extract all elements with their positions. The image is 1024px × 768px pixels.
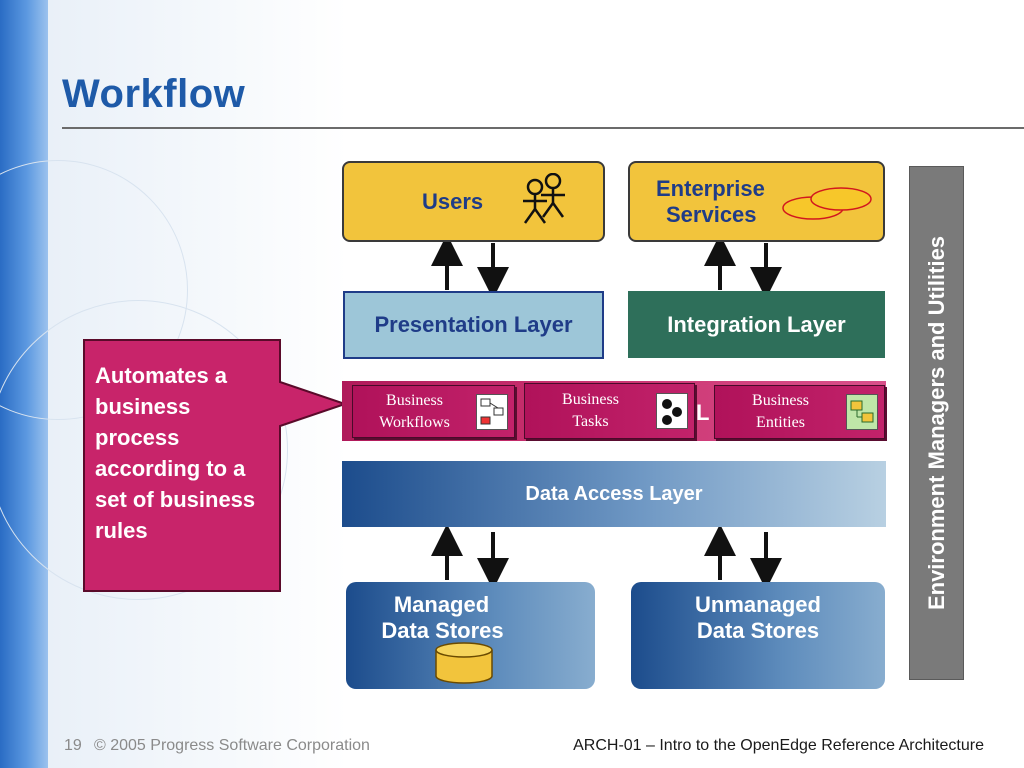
managed-data-stores-node: Managed Data Stores bbox=[346, 582, 595, 689]
unmanaged-line1: Unmanaged bbox=[695, 592, 821, 617]
callout-text: Automates a business process according t… bbox=[95, 363, 256, 543]
business-layer-label-fragment: L bbox=[696, 400, 710, 425]
business-tasks-box: Business Tasks bbox=[524, 383, 695, 439]
enterprise-services-line1: Enterprise bbox=[656, 175, 765, 201]
business-tasks-label: Business Tasks bbox=[525, 389, 656, 433]
managed-line1: Managed bbox=[393, 592, 490, 617]
business-entities-box: Business Entities bbox=[714, 385, 885, 439]
services-icon bbox=[782, 187, 872, 220]
users-node: Users bbox=[342, 161, 605, 242]
business-entities-line1: Business bbox=[752, 392, 809, 409]
page-number: 19 bbox=[64, 737, 82, 754]
environment-managers-bar: Environment Managers and Utilities bbox=[909, 166, 964, 680]
copyright: © 2005 Progress Software Corporation bbox=[94, 737, 370, 754]
database-icon bbox=[435, 642, 493, 684]
enterprise-services-line2: Services bbox=[666, 201, 757, 227]
session-title: ARCH-01 – Intro to the OpenEdge Referenc… bbox=[573, 737, 984, 754]
presentation-layer: Presentation Layer bbox=[343, 291, 604, 359]
business-workflows-label: Business Workflows bbox=[353, 390, 476, 434]
tasks-gear-icon bbox=[656, 393, 688, 429]
data-access-layer: Data Access Layer bbox=[342, 461, 886, 527]
integration-layer: Integration Layer bbox=[628, 291, 885, 358]
entities-icon bbox=[846, 394, 878, 430]
callout-shape bbox=[83, 339, 349, 592]
slide-title: Workflow bbox=[62, 72, 246, 116]
workflow-icon bbox=[476, 393, 508, 430]
title-divider bbox=[62, 127, 1024, 129]
unmanaged-data-stores-node: Unmanaged Data Stores bbox=[631, 582, 885, 689]
business-workflows-box: Business Workflows bbox=[352, 385, 515, 438]
business-entities-line2: Entities bbox=[756, 414, 805, 431]
watermark-circle bbox=[0, 300, 288, 600]
business-workflows-line1: Business bbox=[386, 391, 443, 409]
users-label: Users bbox=[422, 188, 484, 214]
business-tasks-line2: Tasks bbox=[572, 413, 609, 430]
business-workflows-line2: Workflows bbox=[379, 413, 450, 431]
environment-managers-label: Environment Managers and Utilities bbox=[923, 235, 949, 611]
unmanaged-line2: Data Stores bbox=[696, 618, 820, 643]
users-icon bbox=[523, 173, 565, 224]
business-tasks-line1: Business bbox=[562, 391, 619, 408]
enterprise-services-node: Enterprise Services bbox=[628, 161, 885, 242]
managed-line2: Data Stores bbox=[381, 618, 504, 643]
business-entities-label: Business Entities bbox=[715, 390, 846, 434]
